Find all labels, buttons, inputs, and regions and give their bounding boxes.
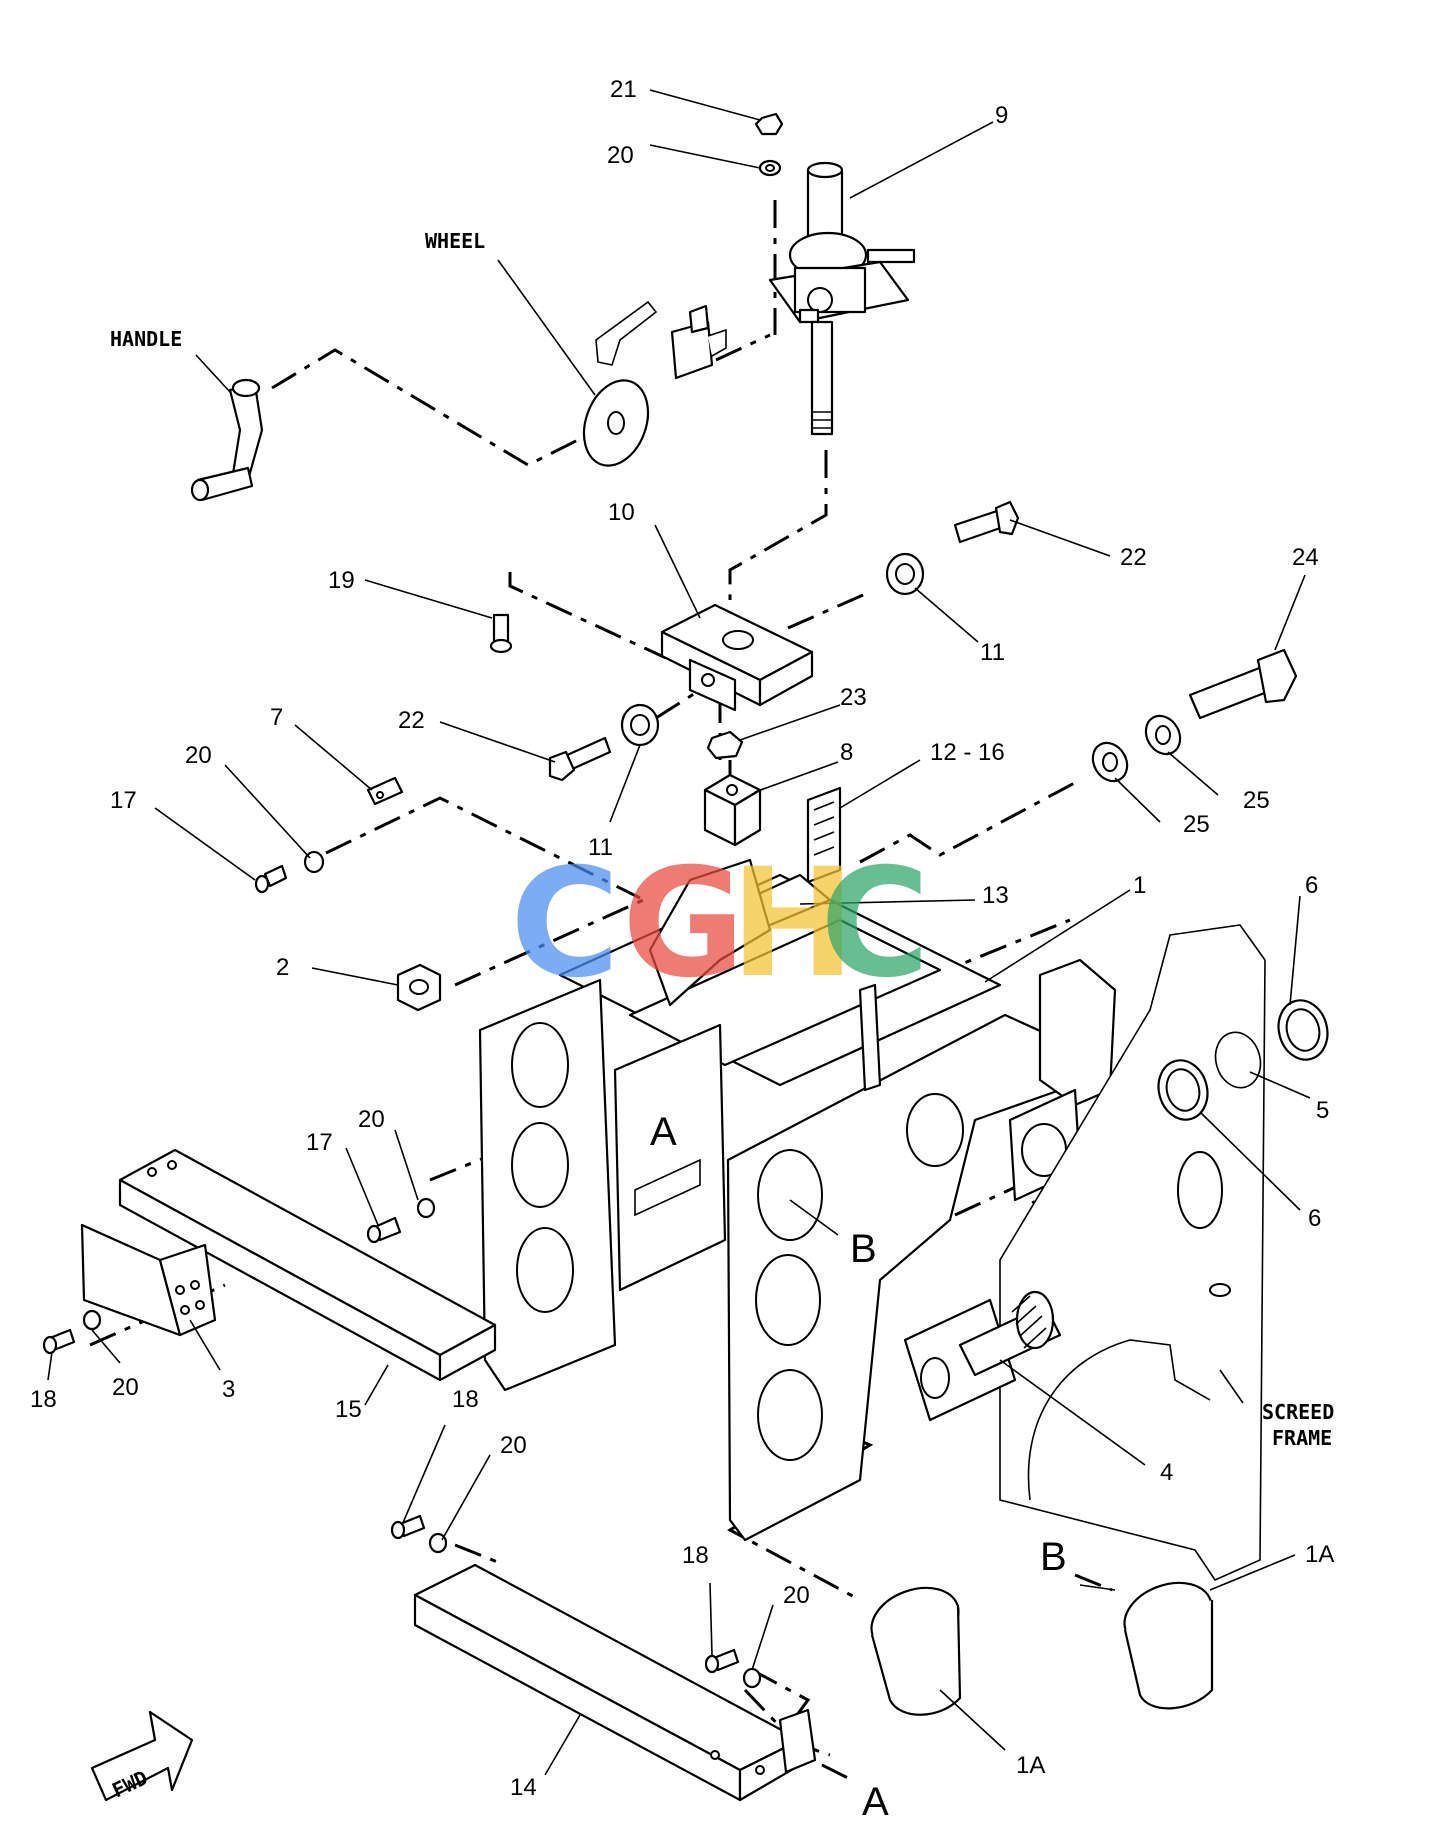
- bushing-11-upper-part: [885, 552, 925, 596]
- watermark: C G H C: [510, 837, 930, 1011]
- ref-letter-b: B: [850, 1227, 877, 1271]
- bolt-18-mid-part: [390, 1514, 426, 1540]
- callout-label: 20: [607, 142, 634, 169]
- frame-label: FRAME: [1272, 1426, 1332, 1450]
- nut-2-part: [396, 963, 442, 1012]
- callout-label: 15: [335, 1396, 362, 1423]
- callout-label: 1A: [1305, 1541, 1334, 1568]
- ref-letter-a: A: [650, 1110, 677, 1154]
- callout-label: 22: [1120, 544, 1147, 571]
- bolt-24-part: [1188, 648, 1298, 720]
- callout-label: 14: [510, 1774, 537, 1801]
- bushing-1a-center-part: [870, 1586, 962, 1716]
- handle-label: HANDLE: [110, 327, 182, 351]
- callout-label: 18: [30, 1386, 57, 1413]
- callout-label: 19: [328, 567, 355, 594]
- callout-label: 20: [112, 1374, 139, 1401]
- callout-label: 17: [306, 1129, 333, 1156]
- callout-label: 6: [1305, 872, 1318, 899]
- callout-label: 1: [1133, 872, 1146, 899]
- callout-label: 17: [110, 787, 137, 814]
- mount-plate-part: [660, 603, 814, 712]
- callout-label: 20: [783, 1582, 810, 1609]
- bolt-18-left-part: [42, 1328, 76, 1355]
- part-labels: 21 20 9 10 22 19 11 24 23 22 7 8 12 - 16…: [30, 76, 1334, 1824]
- callout-label: 11: [588, 834, 613, 861]
- nut-21-part: [754, 112, 784, 136]
- ring-6-lower-part: [1157, 1059, 1209, 1121]
- callout-label: 18: [682, 1542, 709, 1569]
- handle-part: [190, 378, 264, 502]
- callout-label: 20: [500, 1432, 527, 1459]
- washer-20-low-part: [742, 1667, 762, 1689]
- washer-20-top-part: [758, 159, 782, 177]
- ring-6-upper-part: [1277, 999, 1329, 1061]
- washer-20-left-part: [82, 1309, 102, 1331]
- ref-letter-a: A: [862, 1780, 889, 1824]
- bar-14-part: [413, 1563, 817, 1802]
- callout-label: 2: [276, 954, 289, 981]
- washer-25-b-part: [1091, 741, 1129, 783]
- block-8-part: [703, 773, 762, 847]
- callout-label: 6: [1308, 1205, 1321, 1232]
- callout-label: 7: [270, 704, 283, 731]
- callout-label: 20: [358, 1106, 385, 1133]
- watermark-letter-c2: C: [820, 837, 930, 1011]
- leader-lines: [47, 89, 1311, 1776]
- callout-label: 4: [1160, 1459, 1173, 1486]
- callout-label: 22: [398, 707, 425, 734]
- watermark-letter-g: G: [622, 837, 745, 1011]
- callout-label: 1A: [1016, 1752, 1045, 1779]
- bracket-3-part: [80, 1223, 217, 1337]
- watermark-letter-c: C: [510, 837, 620, 1011]
- spindle-4-part: [903, 1290, 1062, 1422]
- washer-25-a-part: [1144, 714, 1182, 756]
- bolt-18-low-part: [704, 1648, 740, 1674]
- callout-label: 23: [840, 684, 867, 711]
- screw-jack-part: [768, 161, 916, 436]
- callout-label: 25: [1243, 787, 1270, 814]
- nut-23-part: [706, 730, 744, 760]
- bracket-part: [670, 304, 727, 380]
- callout-label: 3: [222, 1376, 235, 1403]
- bolt-22-upper-part: [953, 500, 1020, 544]
- washer-20-lower-part: [416, 1197, 436, 1219]
- screed-label: SCREED: [1262, 1400, 1334, 1424]
- callout-label: 12 - 16: [930, 739, 1005, 766]
- ring-5-part: [1214, 1031, 1262, 1089]
- bolt-17-lower-part: [366, 1216, 402, 1244]
- fwd-arrow: [90, 1710, 194, 1802]
- callout-label: 13: [982, 882, 1009, 909]
- watermark-letter-h: H: [730, 837, 856, 1011]
- main-frame-part: [478, 858, 1117, 1542]
- callout-label: 21: [610, 76, 637, 103]
- pin-7-part: [366, 776, 404, 806]
- bolt-17-upper-part: [254, 864, 288, 894]
- wheel-part: [582, 300, 658, 467]
- callout-label: 9: [995, 102, 1008, 129]
- bolt-22-lower-part: [548, 736, 612, 782]
- callout-label: 24: [1292, 544, 1319, 571]
- callout-label: 11: [980, 639, 1005, 666]
- callout-label: 8: [840, 739, 853, 766]
- decal-12-16-part: [806, 786, 842, 884]
- bar-15-part: [118, 1148, 497, 1382]
- callout-label: 18: [452, 1386, 479, 1413]
- callout-label: 25: [1183, 811, 1210, 838]
- ref-letter-b: B: [1040, 1535, 1067, 1579]
- wheel-label: WHEEL: [425, 229, 485, 253]
- callout-label: 10: [608, 499, 635, 526]
- bolt-19-part: [489, 613, 513, 654]
- callout-label: 5: [1316, 1097, 1329, 1124]
- bushing-11-lower-part: [620, 703, 660, 747]
- callout-label: 20: [185, 742, 212, 769]
- bushing-1a-right-part: [1123, 1581, 1214, 1710]
